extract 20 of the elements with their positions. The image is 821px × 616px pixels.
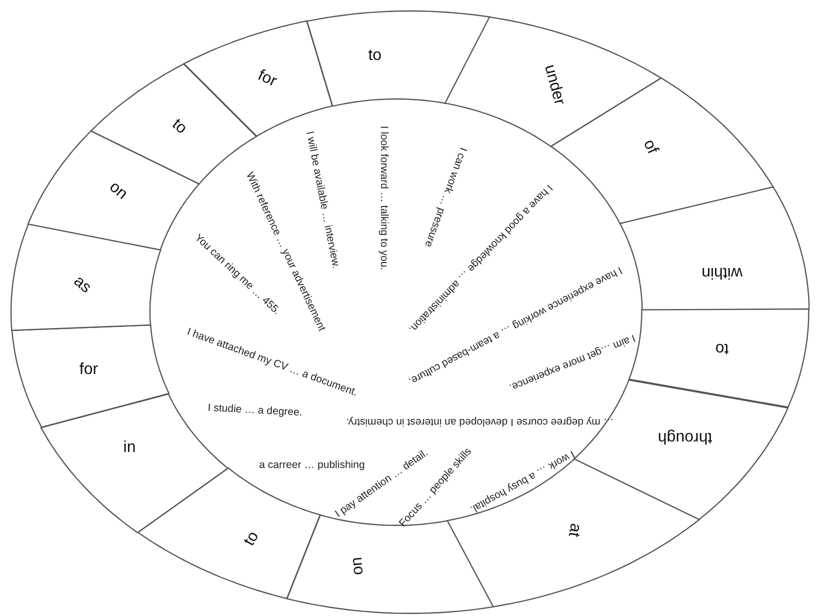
preposition-word: of bbox=[640, 137, 660, 156]
preposition-word: on bbox=[106, 179, 130, 204]
sentence-text: a carreer … publishing bbox=[259, 460, 365, 472]
preposition-word: on bbox=[349, 556, 367, 576]
sentence-text: I studie … a degree. bbox=[207, 402, 303, 420]
preposition-word: within bbox=[701, 264, 742, 280]
preposition-word: to bbox=[716, 340, 730, 356]
preposition-word: in bbox=[123, 440, 136, 456]
preposition-word: for bbox=[254, 68, 279, 90]
preposition-word: as bbox=[70, 274, 94, 297]
sentence-text: … my degree course I developed an interest in chemistry. bbox=[346, 415, 614, 427]
sentence-text: I look forward … talking to you. bbox=[377, 126, 389, 270]
preposition-word: to bbox=[241, 529, 262, 549]
preposition-word: for bbox=[79, 362, 98, 378]
preposition-word: to bbox=[368, 48, 382, 64]
sentence-text: I will be available … interview. bbox=[303, 130, 341, 270]
preposition-word: to bbox=[168, 116, 190, 138]
preposition-word: through bbox=[658, 428, 712, 445]
preposition-word: under bbox=[541, 63, 568, 107]
preposition-word: at bbox=[564, 522, 583, 538]
